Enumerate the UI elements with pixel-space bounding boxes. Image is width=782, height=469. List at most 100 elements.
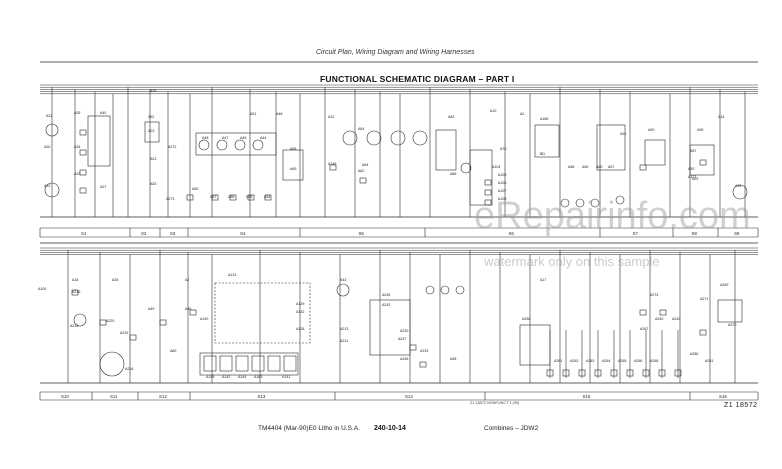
switch-contact (359, 177, 367, 184)
component-label-bottom: A43 (340, 278, 346, 282)
connector-block (519, 324, 551, 366)
switch-contact (484, 179, 492, 186)
switch-contact (659, 309, 667, 316)
component-label-bottom: A49 (148, 307, 154, 311)
component-label-bottom: A86 (185, 307, 191, 311)
section-label-bottom: S13 (258, 394, 266, 399)
component-label-bottom: A280 (690, 352, 698, 356)
switch-contact (264, 194, 272, 201)
gauge-lamp (216, 139, 228, 151)
footer-manual: TM4404 (Mar-90)E0 Litho in U.S.A. (258, 425, 360, 432)
section-label-top: S7 (633, 231, 639, 236)
component-label-top: A25 (150, 89, 156, 93)
switch-contact (674, 369, 682, 377)
gauge-lamp (412, 130, 428, 146)
diagram-title: FUNCTIONAL SCHEMATIC DIAGRAM – PART I (320, 74, 515, 84)
section-label-top: S3 (170, 231, 176, 236)
component-label-top: A105 (498, 173, 506, 177)
component-label-top: A58 (568, 165, 574, 169)
component-label-bottom: A245 (382, 293, 390, 297)
relay-slot (251, 355, 265, 372)
switch-contact (129, 334, 137, 341)
switch-contact (211, 194, 219, 201)
component-label-top: A108 (498, 197, 506, 201)
component-label-top: A48 (202, 136, 208, 140)
component-label-bottom: A213 (340, 327, 348, 331)
section-label-bottom: S10 (61, 394, 69, 399)
component-label-bottom: A132 (296, 310, 304, 314)
relay-module (469, 149, 493, 206)
switch-contact (79, 187, 87, 194)
component-label-bottom: A149 (200, 317, 208, 321)
section-label-top: S5 (359, 231, 365, 236)
relay-module (435, 129, 457, 171)
gauge-lamp (45, 123, 59, 137)
switch-contact (484, 199, 492, 206)
relay-module (644, 139, 666, 166)
component-label-top: A64 (358, 127, 364, 131)
switch-contact (610, 369, 618, 377)
component-label-top: A56 (228, 195, 234, 199)
component-label-top: A64 (362, 163, 368, 167)
component-label-top: A92 (688, 167, 694, 171)
component-label-top: A107 (498, 189, 506, 193)
footer-page-number: 240-10-14 (374, 425, 406, 432)
component-label-bottom: A265 (618, 359, 626, 363)
component-label-top: A31 (46, 114, 52, 118)
component-label-bottom: A271 (700, 297, 708, 301)
gauge-lamp (252, 139, 264, 151)
component-label-top: A23 (150, 157, 156, 161)
component-label-bottom: A215 (120, 331, 128, 335)
component-label-top: A40 (100, 111, 106, 115)
component-label-bottom: A58 (450, 357, 456, 361)
switch-contact (186, 194, 194, 201)
component-label-bottom: A270 (728, 323, 736, 327)
relay-slot (203, 355, 217, 372)
gauge-lamp (336, 283, 350, 297)
component-label-bottom: A269 (720, 283, 728, 287)
component-label-bottom: A267 (640, 327, 648, 331)
component-label-bottom: A230 (400, 329, 408, 333)
relay-module (534, 124, 560, 158)
component-label-top: A104 (492, 165, 500, 169)
switch-contact (484, 189, 492, 196)
relay-module (87, 115, 111, 167)
switch-contact (419, 361, 427, 368)
section-label-bottom: S15 (583, 394, 591, 399)
switch-contact (99, 319, 107, 326)
gauge-lamp (440, 285, 450, 295)
drawing-number: Z1 18572 (724, 402, 758, 409)
component-label-top: A45 (240, 136, 246, 140)
gauge-lamp (390, 130, 406, 146)
relay-slot (283, 355, 297, 372)
component-label-top: A50 (192, 187, 198, 191)
switch-contact (247, 194, 255, 201)
component-label-top: A248 (328, 162, 336, 166)
switch-contact (159, 319, 167, 326)
component-label-bottom: A240 (655, 317, 663, 321)
component-label-bottom: A247 (398, 337, 406, 341)
gauge-lamp (425, 285, 435, 295)
component-label-top: A34 (74, 145, 80, 149)
component-label-top: A273 (166, 197, 174, 201)
watermark-note: watermark only on this sample (484, 254, 660, 269)
small-code: Z1 18572 NONFUNCT 1 (90) (470, 401, 520, 405)
component-label-top: A53 (150, 182, 156, 186)
component-label-bottom: A214 (70, 324, 78, 328)
component-label-bottom: A263 (586, 359, 594, 363)
component-label-bottom: A145 (206, 375, 214, 379)
switch-contact (626, 369, 634, 377)
component-label-top: A23 (148, 129, 154, 133)
section-label-top: S4 (240, 231, 246, 236)
switch-contact (79, 149, 87, 156)
component-label-top: A95 (697, 128, 703, 132)
component-label-top: BD (540, 152, 545, 156)
relay-slot (219, 355, 233, 372)
component-label-bottom: A274 (650, 293, 658, 297)
switch-contact (578, 369, 586, 377)
component-label-top: A10 (490, 109, 496, 113)
component-label-bottom: A100 (38, 287, 46, 291)
component-label-top: A30 (44, 145, 50, 149)
component-label-top: A90 (648, 128, 654, 132)
